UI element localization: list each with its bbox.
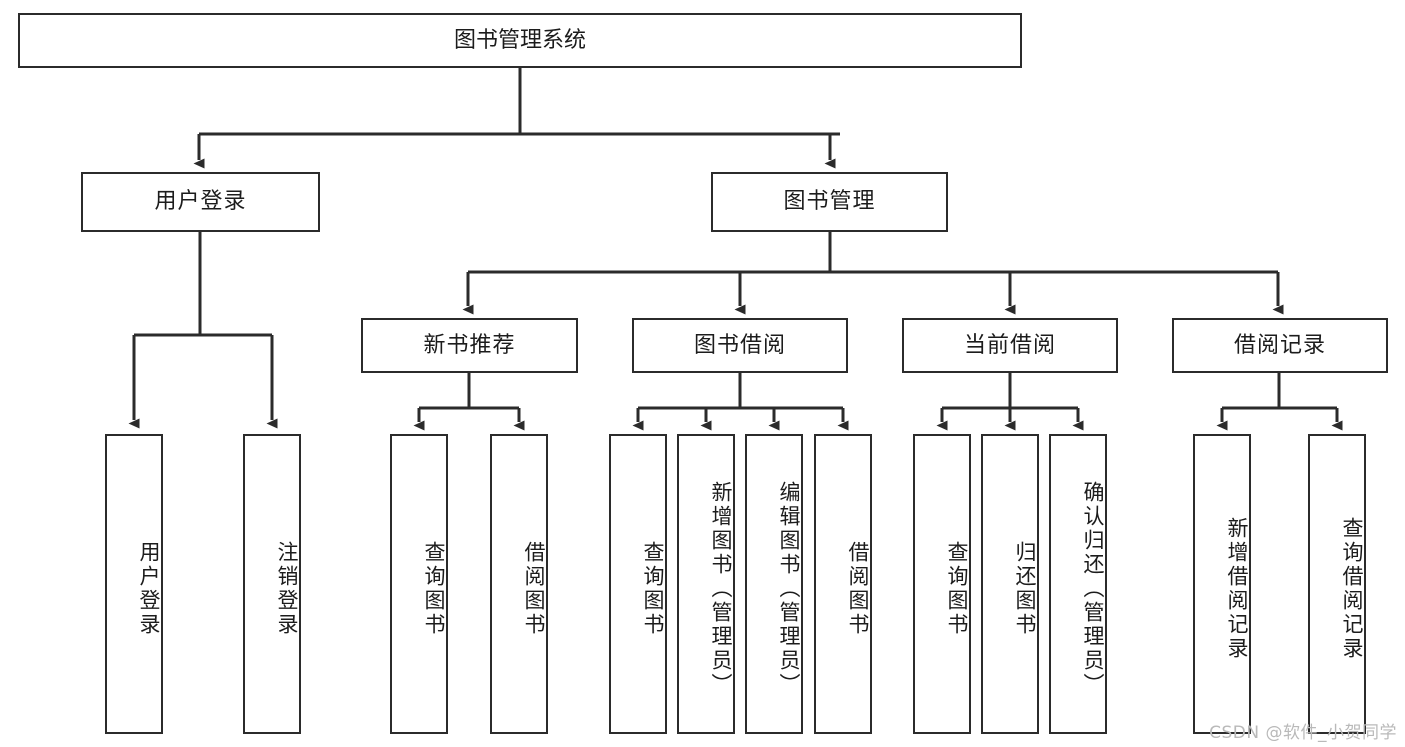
leaf-user-login-logout[interactable]: 注销登录 <box>243 434 301 734</box>
node-book-management[interactable]: 图书管理 <box>711 172 948 232</box>
leaf-current-confirm-return-admin[interactable]: 确认归还（管理员） <box>1049 434 1107 734</box>
node-new-book-recommend[interactable]: 新书推荐 <box>361 318 578 373</box>
leaf-current-return-book[interactable]: 归还图书 <box>981 434 1039 734</box>
leaf-borrow-query-book[interactable]: 查询图书 <box>609 434 667 734</box>
csdn-watermark: CSDN @软件_小贺同学 <box>1209 723 1397 743</box>
leaf-new-book-query[interactable]: 查询图书 <box>390 434 448 734</box>
leaf-borrow-borrow-book[interactable]: 借阅图书 <box>814 434 872 734</box>
leaf-borrow-add-book-admin[interactable]: 新增图书（管理员） <box>677 434 735 734</box>
leaf-records-add-record[interactable]: 新增借阅记录 <box>1193 434 1251 734</box>
node-user-login[interactable]: 用户登录 <box>81 172 320 232</box>
node-book-borrow[interactable]: 图书借阅 <box>632 318 848 373</box>
leaf-records-query-record[interactable]: 查询借阅记录 <box>1308 434 1366 734</box>
leaf-user-login-login[interactable]: 用户登录 <box>105 434 163 734</box>
node-borrow-records[interactable]: 借阅记录 <box>1172 318 1388 373</box>
node-root-system[interactable]: 图书管理系统 <box>18 13 1022 68</box>
leaf-new-book-borrow[interactable]: 借阅图书 <box>490 434 548 734</box>
leaf-current-query-book[interactable]: 查询图书 <box>913 434 971 734</box>
node-current-borrow[interactable]: 当前借阅 <box>902 318 1118 373</box>
leaf-borrow-edit-book-admin[interactable]: 编辑图书（管理员） <box>745 434 803 734</box>
